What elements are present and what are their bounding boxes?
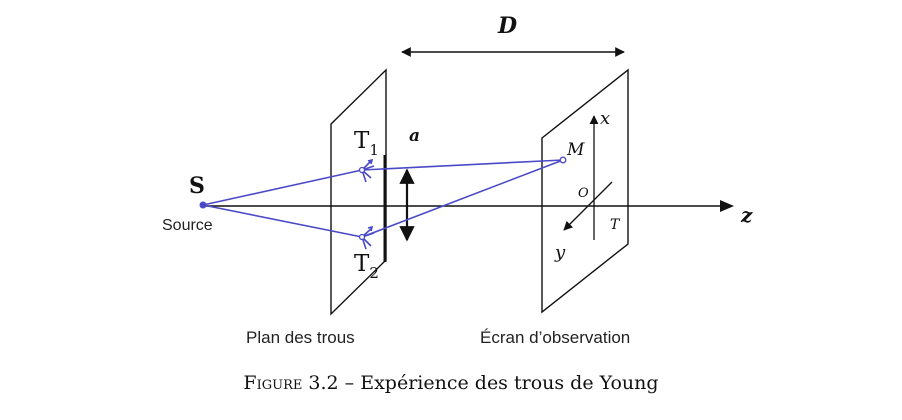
figure-caption: Figure 3.2 – Expérience des trous de You… (0, 372, 902, 394)
caption-prefix: Figure 3.2 (243, 372, 339, 394)
caption-separator: – (338, 372, 361, 394)
screen-mark-label: T (610, 217, 621, 233)
caption-text: Expérience des trous de Young (360, 372, 659, 394)
hole-t2-subscript: 2 (369, 264, 379, 282)
light-rays (202, 158, 564, 250)
axis-y-label: y (554, 242, 566, 263)
hole-t1-point (358, 166, 366, 174)
ray-source-to-t1 (202, 169, 363, 206)
screen-label: Écran d’observation (480, 328, 630, 347)
distance-label: D (497, 13, 517, 39)
t1-diffraction-marks (361, 158, 375, 183)
point-m-label: M (566, 140, 585, 160)
hole-t2-label: T2 (354, 251, 379, 282)
ray-t1-to-m (361, 159, 564, 171)
source-point (199, 201, 207, 209)
hole-t2-point (358, 233, 366, 241)
point-m (559, 156, 567, 164)
hole-t1-subscript: 1 (369, 141, 379, 159)
hole-t1-label: T1 (354, 128, 379, 159)
z-axis-arrowhead (720, 200, 734, 212)
axis-x-label: x (600, 108, 610, 129)
screen-y-axis (563, 181, 613, 231)
axis-z-label: z (740, 203, 753, 227)
slit-gap-label: a (409, 126, 420, 146)
plane-holes-label: Plan des trous (246, 328, 355, 347)
source-word: Source (162, 217, 213, 234)
hole-t1-letter: T (354, 128, 370, 154)
hole-t2-letter: T (354, 251, 370, 277)
t2-diffraction-marks (361, 225, 375, 250)
source-letter: S (189, 173, 205, 199)
ray-t2-to-m (361, 159, 564, 238)
ray-source-to-t2 (202, 204, 363, 238)
observation-screen (541, 68, 629, 314)
origin-label: O (578, 186, 589, 201)
